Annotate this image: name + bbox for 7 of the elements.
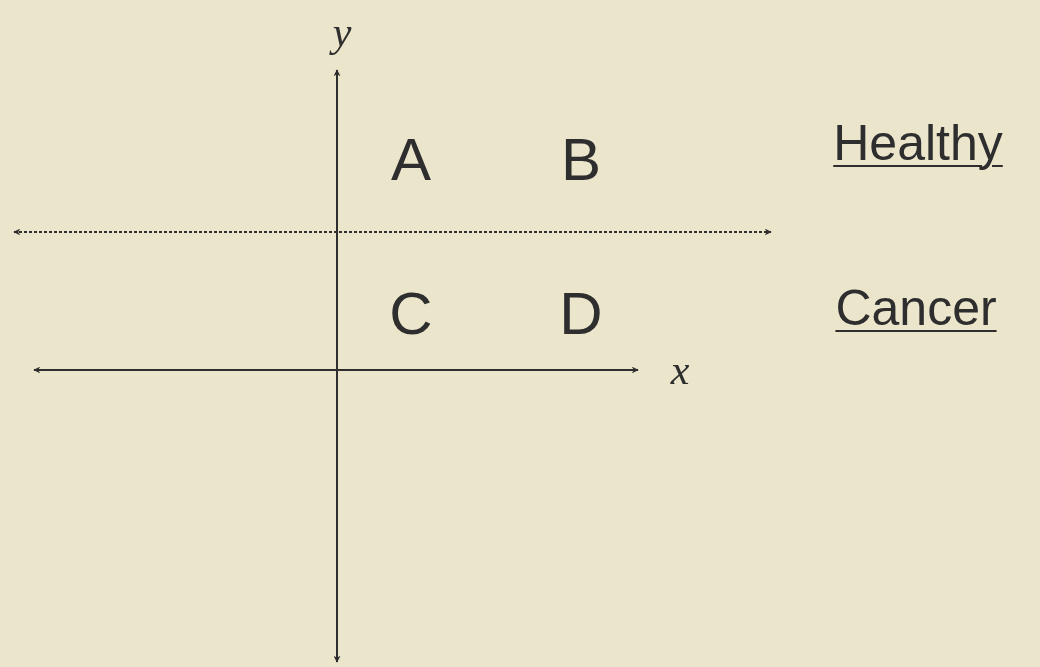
- quadrant-letter: D: [559, 284, 603, 344]
- quadrant-letter: A: [391, 130, 431, 190]
- quadrant-letter: B: [561, 130, 601, 190]
- class-label: Cancer: [835, 283, 997, 333]
- quadrant-letter: C: [389, 284, 433, 344]
- axis-label: x: [670, 349, 690, 391]
- class-label: Healthy: [833, 118, 1003, 168]
